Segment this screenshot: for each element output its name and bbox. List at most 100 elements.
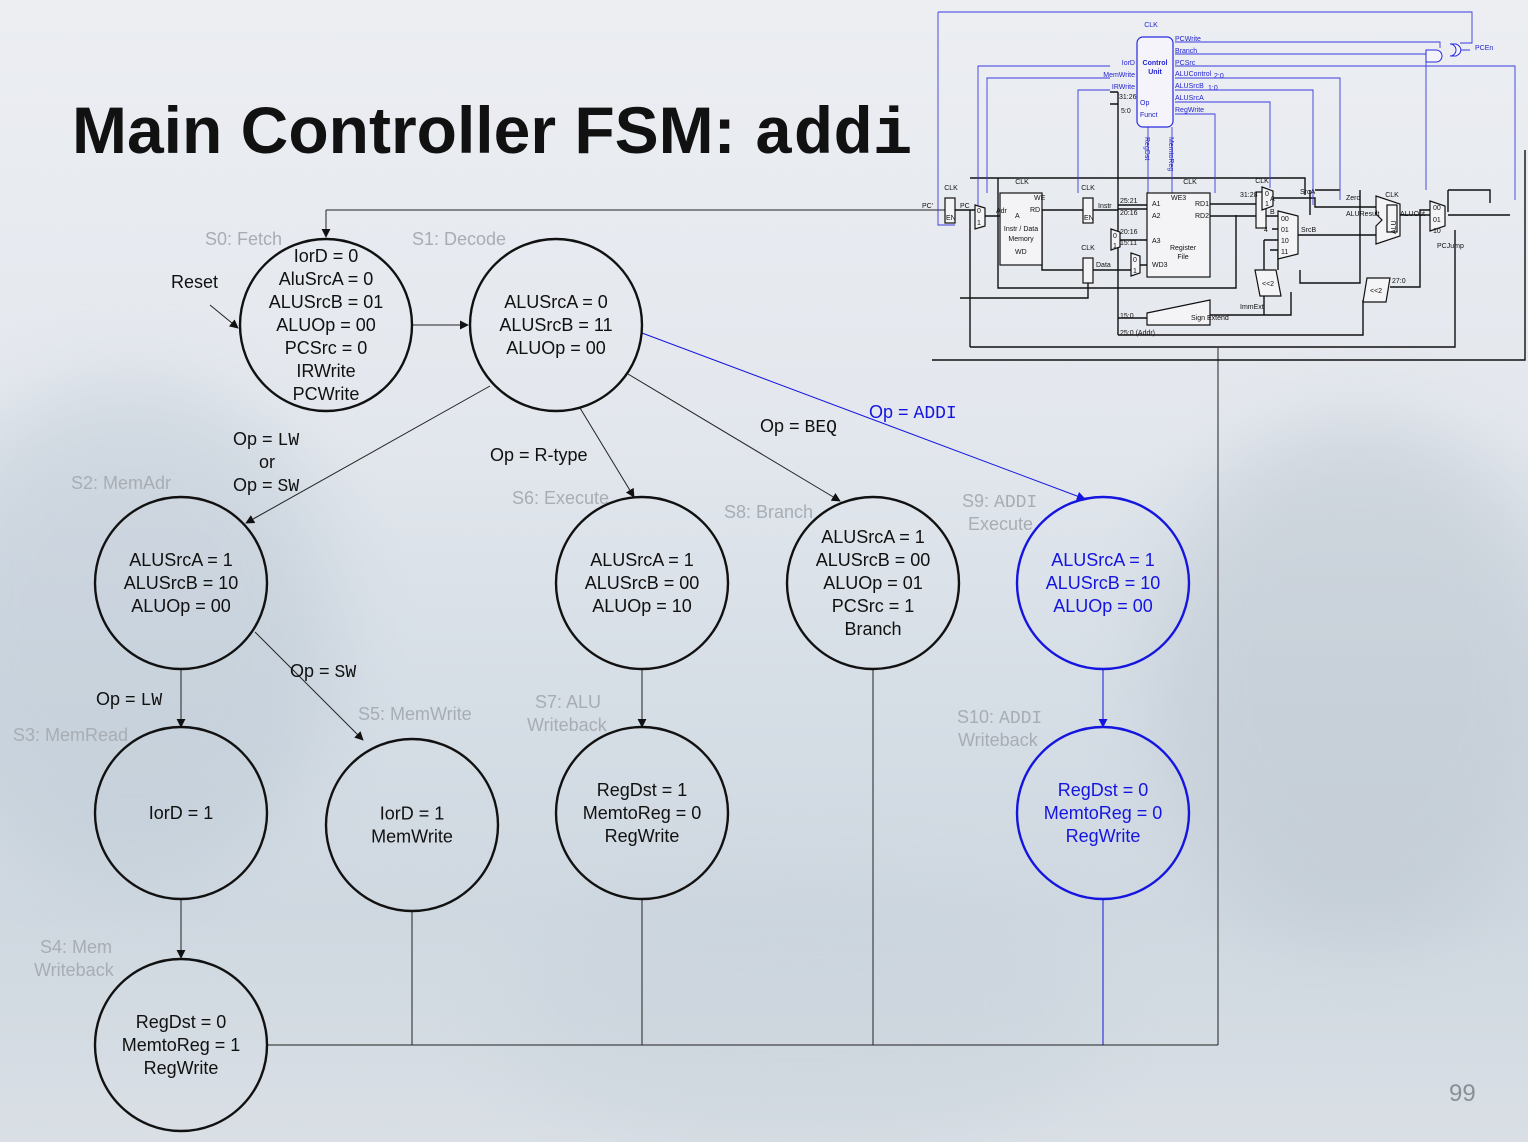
addi-label: Op = ADDI bbox=[869, 402, 957, 424]
datapath-label: ImmExt bbox=[1240, 304, 1264, 311]
slide-title: Main Controller FSM: addi bbox=[72, 92, 912, 173]
regdst-label: RegDst bbox=[1143, 137, 1150, 160]
state-output: ALUOp = 00 bbox=[506, 338, 606, 358]
datapath-label: 27:0 bbox=[1392, 278, 1406, 285]
datapath-label: <<2 bbox=[1370, 288, 1382, 295]
page-number: 99 bbox=[1449, 1080, 1476, 1107]
state-output: MemtoReg = 0 bbox=[583, 803, 702, 823]
state-circle bbox=[1015, 495, 1191, 671]
datapath-label: CLK bbox=[1081, 245, 1095, 252]
datapath-label: ALUSrcA bbox=[1175, 95, 1204, 102]
datapath-label: 01 bbox=[1433, 217, 1441, 224]
title-text: Main Controller FSM: bbox=[72, 93, 754, 167]
datapath-label: PCJump bbox=[1437, 243, 1464, 250]
datapath-label: EN bbox=[946, 215, 956, 222]
datapath-label: B bbox=[1270, 209, 1275, 216]
edge-s1-s6 bbox=[579, 407, 635, 498]
datapath-label: 31:26 bbox=[1119, 94, 1137, 101]
state-output: ALUSrcA = 1 bbox=[590, 550, 694, 570]
datapath-label: MemWrite bbox=[1103, 72, 1135, 79]
datapath-label: 31:28 bbox=[1240, 192, 1258, 199]
srcb-mux bbox=[1277, 210, 1299, 260]
state-name: Writeback bbox=[958, 730, 1039, 750]
datapath-label: File bbox=[1177, 254, 1188, 261]
datapath-label: WD bbox=[1015, 249, 1027, 256]
state-output: ALUSrcA = 1 bbox=[821, 527, 925, 547]
datapath-label: 0 bbox=[1133, 257, 1137, 264]
state-output: PCWrite bbox=[293, 384, 360, 404]
datapath-label: RegWrite bbox=[1175, 107, 1204, 114]
sw-label: Op = SW bbox=[290, 661, 356, 683]
ab-registers bbox=[1255, 191, 1267, 229]
state-name: S8: Branch bbox=[724, 502, 813, 522]
datapath-label: CLK bbox=[1255, 178, 1269, 185]
datapath-label: 1:0 bbox=[1208, 85, 1218, 92]
edge-s2-s5 bbox=[254, 631, 364, 741]
state-output: MemtoReg = 0 bbox=[1044, 803, 1163, 823]
pc-mux bbox=[1429, 200, 1446, 232]
datapath-label: 4 bbox=[1264, 227, 1268, 234]
datapath-label: A bbox=[1015, 213, 1020, 220]
state-output: AluSrcA = 0 bbox=[279, 269, 374, 289]
state-name: Writeback bbox=[34, 960, 115, 980]
wd3-mux bbox=[1130, 252, 1141, 277]
datapath-label: WE bbox=[1034, 195, 1046, 202]
state-output: ALUSrcB = 01 bbox=[269, 292, 384, 312]
state-circle bbox=[468, 237, 644, 413]
adr-mux bbox=[974, 204, 986, 230]
datapath-label: RD bbox=[1030, 207, 1040, 214]
state-s3: IorD = 1S3: MemRead bbox=[13, 725, 269, 901]
state-output: MemWrite bbox=[371, 827, 453, 847]
datapath-label: CLK bbox=[1144, 22, 1158, 29]
datapath-label: 00 bbox=[1433, 205, 1441, 212]
state-circle bbox=[554, 495, 730, 671]
lw-label: Op = LW bbox=[96, 689, 162, 711]
datapath-label: 11 bbox=[1281, 249, 1288, 256]
state-output: ALUOp = 01 bbox=[823, 573, 923, 593]
shift-left-2-jump bbox=[1362, 277, 1391, 303]
memtoreg-label: MemtoReg bbox=[1167, 137, 1174, 171]
datapath-label: 1 bbox=[1113, 243, 1117, 250]
datapath-label: Funct bbox=[1140, 112, 1158, 119]
datapath-label: ALUResult bbox=[1346, 211, 1380, 218]
state-output: ALUSrcB = 00 bbox=[585, 573, 700, 593]
datapath-label: 2:0 bbox=[1214, 73, 1224, 80]
datapath-label: WE3 bbox=[1171, 195, 1186, 202]
datapath-label: 25:0 (Addr) bbox=[1120, 330, 1155, 337]
datapath-label: Instr / Data bbox=[1004, 226, 1038, 233]
lw-or-sw-label-2: Op = SW bbox=[233, 475, 299, 497]
lw-or-sw-label-1: Op = LW bbox=[233, 429, 299, 451]
state-output: RegDst = 0 bbox=[136, 1012, 227, 1032]
state-output: ALUOp = 00 bbox=[131, 596, 231, 616]
state-output: MemtoReg = 1 bbox=[122, 1035, 241, 1055]
datapath-label: CLK bbox=[1015, 179, 1029, 186]
control-wires bbox=[937, 11, 1516, 255]
pc-register bbox=[944, 197, 956, 224]
state-name: S5: MemWrite bbox=[358, 704, 472, 724]
state-name: Writeback bbox=[527, 715, 608, 735]
datapath-label: 01 bbox=[1281, 227, 1289, 234]
state-output: ALUSrcA = 1 bbox=[1051, 550, 1155, 570]
datapath-label: 10 bbox=[1281, 238, 1289, 245]
datapath-label: IorD bbox=[1122, 60, 1135, 67]
datapath-label: RD1 bbox=[1195, 201, 1209, 208]
state-output: RegDst = 0 bbox=[1058, 780, 1149, 800]
datapath-label: Memory bbox=[1008, 236, 1034, 243]
state-name: S6: Execute bbox=[512, 488, 609, 508]
datapath-label: IRWrite bbox=[1112, 84, 1135, 91]
state-circle bbox=[324, 737, 500, 913]
register-file bbox=[1146, 192, 1211, 278]
datapath-label: CLK bbox=[944, 185, 958, 192]
state-output: RegWrite bbox=[144, 1058, 219, 1078]
state-circle bbox=[1015, 725, 1191, 901]
datapath-label: 20:16 bbox=[1120, 210, 1138, 217]
